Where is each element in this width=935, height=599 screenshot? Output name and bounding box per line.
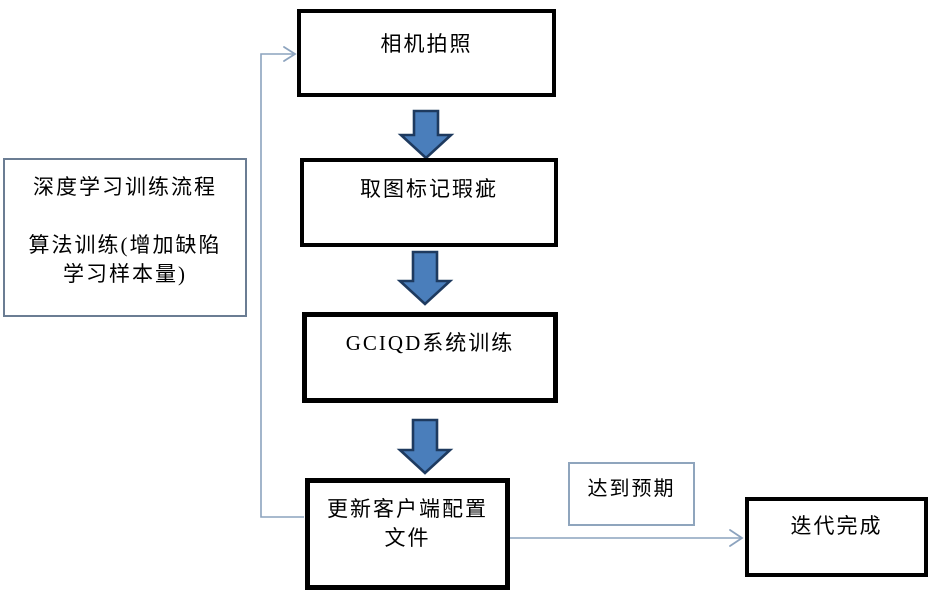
node-system-training-label: GCIQD系统训练 [345, 331, 515, 355]
side-note-box: 深度学习训练流程 算法训练(增加缺陷 学习样本量) [3, 158, 247, 317]
node-update-config-label-line1: 更新客户端配置 [327, 497, 488, 521]
node-update-config-label-line2: 文件 [384, 526, 431, 550]
node-update-config: 更新客户端配置 文件 [305, 478, 510, 590]
side-note-line-blank [5, 202, 245, 231]
condition-label-expectation: 达到预期 [568, 462, 695, 526]
node-mark-defects: 取图标记瑕疵 [300, 158, 558, 247]
node-iteration-done: 迭代完成 [745, 497, 928, 577]
condition-label-expectation-text: 达到预期 [587, 478, 676, 500]
node-camera: 相机拍照 [297, 9, 556, 97]
down-block-arrow-3-icon [396, 418, 454, 475]
done-arrowhead-icon [729, 529, 744, 547]
side-note-line-2: 算法训练(增加缺陷 [28, 233, 222, 257]
node-mark-defects-label: 取图标记瑕疵 [360, 177, 498, 201]
side-note-line-3: 学习样本量) [63, 262, 187, 286]
side-note-line-1: 深度学习训练流程 [33, 175, 217, 199]
node-camera-label: 相机拍照 [380, 32, 473, 56]
node-iteration-done-label: 迭代完成 [790, 514, 883, 538]
feedback-arrowhead-icon [283, 46, 297, 62]
down-block-arrow-1-icon [397, 109, 455, 160]
feedback-connector-line [260, 53, 304, 518]
node-system-training: GCIQD系统训练 [302, 312, 558, 403]
down-block-arrow-2-icon [396, 250, 454, 306]
